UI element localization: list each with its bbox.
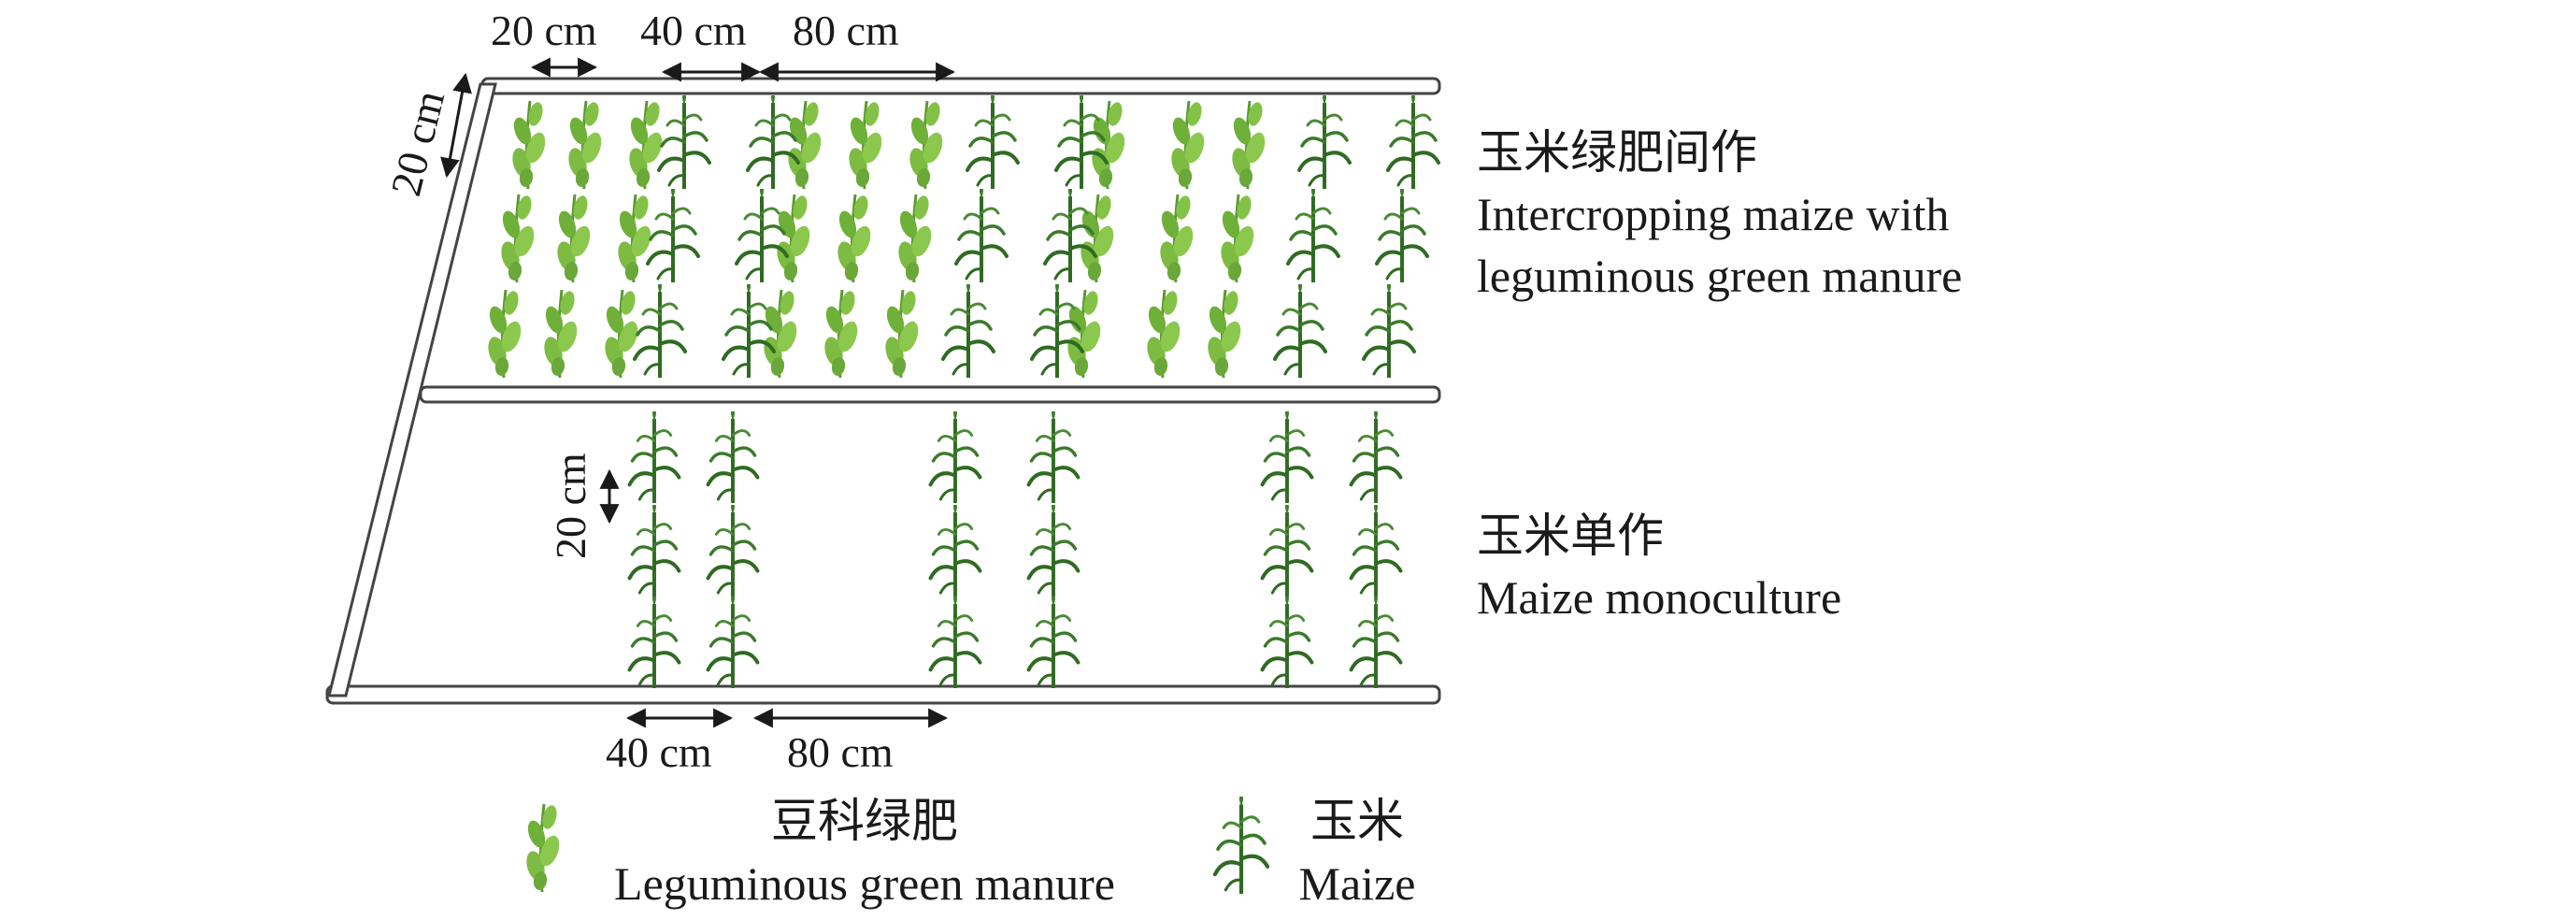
slant-20-arrow xyxy=(440,72,472,179)
middle-rail xyxy=(419,385,1441,404)
legume-green-manure-icon xyxy=(1144,288,1181,378)
maize-plant-icon xyxy=(635,282,685,378)
legume-green-manure-icon xyxy=(882,288,920,378)
legume-green-manure-icon xyxy=(615,193,652,282)
legume-green-manure-icon xyxy=(822,288,859,378)
maize-plant-icon xyxy=(931,595,980,688)
legume-green-manure-icon xyxy=(523,802,561,894)
maize-plant-icon xyxy=(1299,93,1350,189)
bottom-80-label: 80 cm xyxy=(787,728,894,776)
maize-plant-icon xyxy=(1263,503,1312,597)
legume-green-manure-icon xyxy=(907,99,944,189)
dimension-arrows xyxy=(440,57,956,728)
top-rail xyxy=(480,77,1441,95)
maize-plant-icon xyxy=(1029,503,1079,597)
top-80-label: 80 cm xyxy=(793,7,899,54)
top-40-label: 40 cm xyxy=(640,7,747,54)
maize-plant-icon xyxy=(648,187,698,282)
legume-green-manure-icon xyxy=(1078,193,1115,282)
top-20-label: 20 cm xyxy=(491,7,597,54)
legume-green-manure-icon xyxy=(626,99,664,189)
maize-plant-icon xyxy=(737,187,787,282)
maize-plant-icon xyxy=(1352,503,1401,597)
intercrop-label-cn: 玉米绿肥间作 xyxy=(1477,126,1757,179)
legend: 豆科绿肥 Leguminous green manure 玉米 Maize xyxy=(523,795,1415,910)
legume-green-manure-icon xyxy=(895,193,933,282)
legume-green-manure-icon xyxy=(602,288,639,378)
legume-green-manure-icon xyxy=(498,193,536,282)
mono-label-cn: 玉米单作 xyxy=(1477,510,1664,562)
slant-20-label: 20 cm xyxy=(381,86,453,201)
left-slant-rail xyxy=(327,82,497,697)
maize-plant-icon xyxy=(1352,410,1401,503)
legume-green-manure-icon xyxy=(785,99,823,189)
intercrop-label-en-line2: leguminous green manure xyxy=(1477,250,1962,302)
legume-green-manure-icon xyxy=(1229,99,1267,189)
legume-green-manure-icon xyxy=(554,193,592,282)
maize-plant-icon xyxy=(931,503,980,597)
maize-plant-icon xyxy=(708,595,758,688)
maize-plant-icon xyxy=(1215,795,1267,894)
legume-green-manure-icon xyxy=(846,99,883,189)
maize-plant-icon xyxy=(708,503,758,597)
legume-green-manure-icon xyxy=(1065,288,1102,378)
maize-plant-icon xyxy=(956,187,1007,282)
legume-green-manure-icon xyxy=(835,193,872,282)
maize-plant-icon xyxy=(723,282,774,378)
mono-vertical-20-label: 20 cm xyxy=(547,453,594,559)
legume-green-manure-icon xyxy=(1205,288,1242,378)
legume-green-manure-icon xyxy=(1218,193,1255,282)
legume-green-manure-icon xyxy=(774,193,811,282)
maize-plant-icon xyxy=(931,410,980,503)
maize-plant-icon xyxy=(630,503,680,597)
legend-maize-cn: 玉米 xyxy=(1310,795,1404,847)
maize-plant-icon xyxy=(1263,410,1312,503)
maize-plant-icon xyxy=(659,93,709,189)
maize-plant-icon xyxy=(943,282,994,378)
legume-green-manure-icon xyxy=(565,99,603,189)
legume-green-manure-icon xyxy=(1157,193,1195,282)
maize-plant-icon xyxy=(967,93,1018,189)
mono-label-en: Maize monoculture xyxy=(1477,571,1841,624)
maize-plant-icon xyxy=(708,410,758,503)
maize-plant-icon xyxy=(1029,410,1079,503)
legume-green-manure-icon xyxy=(541,288,579,378)
maize-plant-icon xyxy=(1029,595,1079,688)
bottom-rail xyxy=(325,684,1441,705)
maize-plant-icon xyxy=(1377,187,1427,282)
legume-green-manure-icon xyxy=(761,288,798,378)
legend-manure-cn: 豆科绿肥 xyxy=(771,795,958,847)
maize-plant-icon xyxy=(1288,187,1338,282)
field-frame xyxy=(325,77,1441,705)
maize-plant-icon xyxy=(1352,595,1401,688)
maize-plant-icon xyxy=(1275,282,1325,378)
maize-plant-icon xyxy=(1388,93,1438,189)
maize-plant-icon xyxy=(748,93,798,189)
maize-plant-icon xyxy=(1364,282,1414,378)
intercrop-label-en-line1: Intercropping maize with xyxy=(1477,188,1949,240)
legume-green-manure-icon xyxy=(509,99,547,189)
legume-green-manure-icon xyxy=(1089,99,1126,189)
legume-green-manure-icon xyxy=(1168,99,1206,189)
maize-plant-icon xyxy=(1263,595,1312,688)
maize-plant-icon xyxy=(630,595,680,688)
legend-manure-en: Leguminous green manure xyxy=(614,857,1115,910)
legume-green-manure-icon xyxy=(485,288,522,378)
bottom-40-label: 40 cm xyxy=(606,728,712,776)
legend-maize-en: Maize xyxy=(1299,857,1416,910)
maize-plant-icon xyxy=(630,410,680,503)
